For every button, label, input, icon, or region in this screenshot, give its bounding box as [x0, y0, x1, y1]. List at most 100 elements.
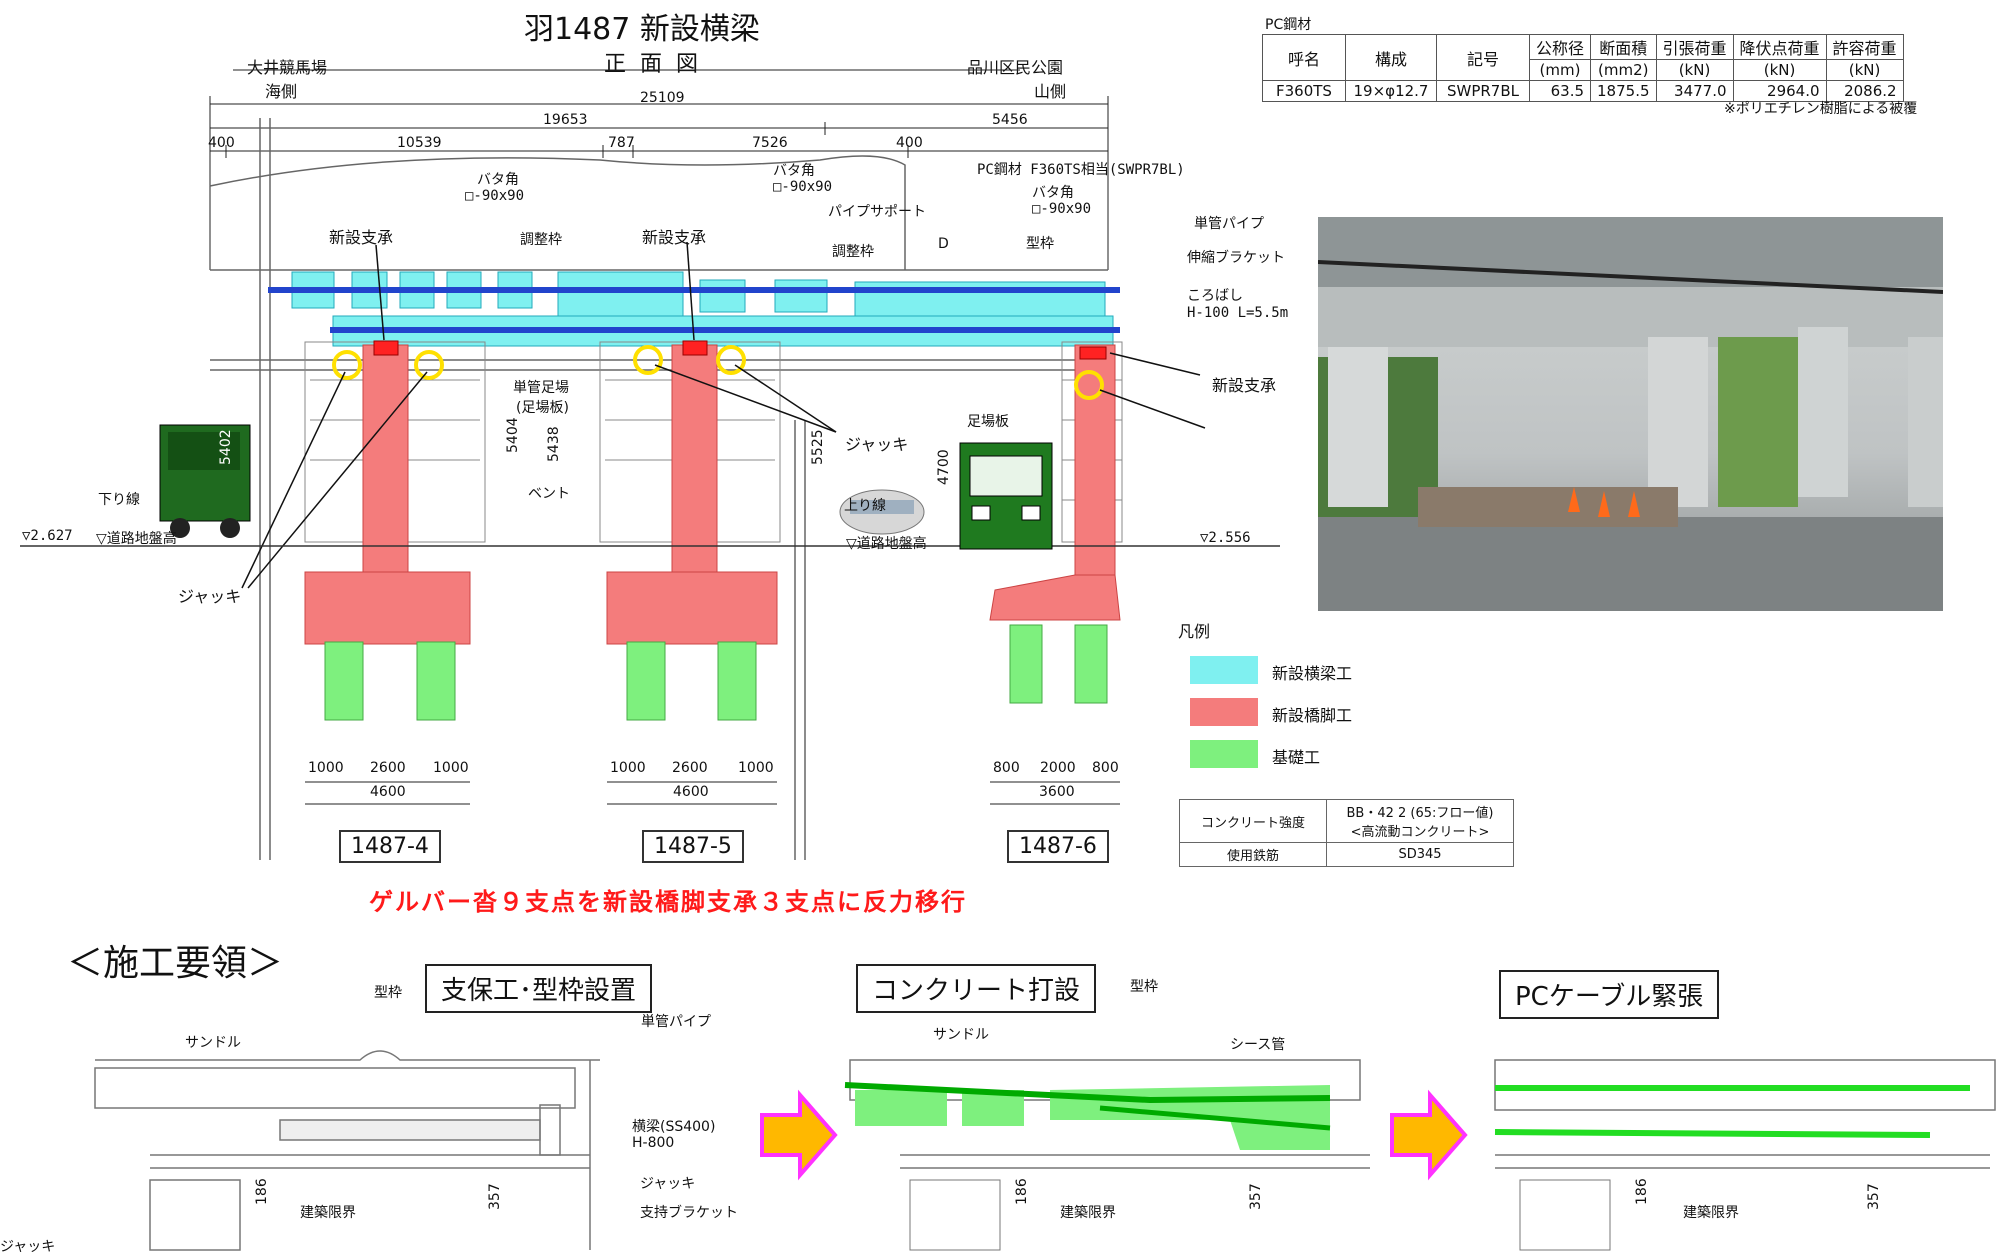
pier2-dim-b: 2600 [672, 760, 708, 776]
pc-table-caption: PC鋼材 [1265, 17, 1312, 33]
step2-title: コンクリート打設 [856, 964, 1097, 1013]
pier3-dim-a: 800 [993, 760, 1020, 776]
label-up-line: 上り線 [844, 498, 886, 514]
label-jack-center: ジャッキ [845, 435, 909, 454]
label-bata2-dim: □-90x90 [773, 179, 833, 195]
pc-cell-name: F360TS [1262, 80, 1346, 102]
label-elev-right: ▽2.556 [1200, 530, 1251, 546]
spec-concrete-value-1: BB・42 2 (65:フロー値) [1346, 806, 1494, 821]
dim-mid-2: 5456 [992, 112, 1028, 128]
left-side: 海側 [265, 82, 298, 101]
dim-height-1: 5404 [505, 417, 521, 453]
pier3-dim-c: 800 [1092, 760, 1119, 776]
label-korobashi-spec: H-100 L=5.5m [1187, 305, 1289, 321]
pc-unit-diameter: (mm) [1528, 59, 1592, 81]
step2-structure [844, 1059, 1370, 1251]
pier1-dim-a: 1000 [308, 760, 344, 776]
pc-cell-config: 19×φ12.7 [1345, 80, 1437, 102]
step-arrow-2 [1390, 1089, 1468, 1181]
pier-label-1487-4: 1487-4 [339, 830, 441, 863]
s1-beam: 横梁(SS400) [632, 1119, 716, 1135]
car-center [839, 489, 925, 535]
pier-dim-lines [305, 781, 1120, 805]
pc-cables [268, 287, 1120, 333]
label-adjust1: 調整枠 [520, 232, 562, 248]
label-road-center: ▽道路地盤高 [846, 536, 927, 552]
pc-header-area: 断面積 [1590, 34, 1657, 60]
s1-jack: ジャッキ [640, 1176, 696, 1192]
foundations [324, 624, 1108, 721]
dim-height-3: 5525 [810, 429, 826, 465]
label-bata1: バタ角 [477, 172, 519, 188]
s3-limit: 建築限界 [1683, 1205, 1739, 1221]
pc-table-note: ※ポリエチレン樹脂による被覆 [1724, 101, 1918, 117]
procedure-drawings [94, 1050, 1996, 1251]
new-piers [304, 344, 1121, 645]
pc-unit-area: (mm2) [1590, 59, 1657, 81]
pc-header-tensile: 引張荷重 [1655, 34, 1734, 60]
pc-unit-tensile: (kN) [1655, 59, 1734, 81]
concrete-spec-table: コンクリート強度 BB・42 2 (65:フロー値) <高流動コンクリート> 使… [1179, 799, 1514, 867]
label-scaffold: 単管足場 [513, 380, 569, 396]
pc-unit-allowable: (kN) [1825, 59, 1904, 81]
jack-markers [332, 345, 1104, 400]
s2-saddle: サンドル [933, 1027, 989, 1043]
spec-concrete-value-2: <高流動コンクリート> [1350, 825, 1490, 840]
procedure-heading: ＜施工要領＞ [67, 943, 284, 984]
pier3-dim-b: 2000 [1040, 760, 1076, 776]
legend-swatch-foundation [1190, 740, 1258, 768]
s1-formwork: 型枠 [374, 985, 402, 1001]
label-road-left: ▽道路地盤高 [96, 531, 177, 547]
pc-steel-table: 呼名 構成 記号 公称径 断面積 引張荷重 降伏点荷重 許容荷重 (mm) (m… [1262, 34, 1904, 102]
s1-saddle: サンドル [185, 1035, 241, 1051]
label-new-bearing-left: 新設支承 [329, 228, 394, 247]
new-bearings [373, 340, 1107, 360]
truck-number: 5402 [218, 429, 234, 465]
pier2-total: 4600 [673, 784, 709, 800]
pier1-total: 4600 [370, 784, 406, 800]
step3-structure [1494, 1059, 1996, 1251]
s1-beam-spec: H-800 [632, 1135, 675, 1151]
site-photo-illustration [1318, 217, 1943, 611]
pier2-dim-c: 1000 [738, 760, 774, 776]
new-beam [291, 271, 1114, 347]
spec-row-rebar: 使用鉄筋 SD345 [1179, 842, 1514, 867]
spec-concrete-label: コンクリート強度 [1179, 799, 1327, 843]
s1-limit: 建築限界 [300, 1205, 356, 1221]
pier1-dim-b: 2600 [370, 760, 406, 776]
pc-header-allowable: 許容荷重 [1825, 34, 1904, 60]
s2-dim2: 357 [1248, 1183, 1264, 1210]
pc-cell-diameter: 63.5 [1528, 80, 1592, 102]
s1-dim2: 357 [487, 1183, 503, 1210]
legend-swatch-pier [1190, 698, 1258, 726]
pier3-total: 3600 [1039, 784, 1075, 800]
label-elev-left: ▽2.627 [22, 528, 73, 544]
legend-label-foundation: 基礎工 [1272, 748, 1321, 767]
s1-pipe: 単管パイプ [641, 1014, 711, 1030]
s1-bracket: 支持ブラケット [640, 1205, 738, 1221]
legend-swatch-beam [1190, 656, 1258, 684]
pc-cell-yield: 2964.0 [1732, 80, 1827, 102]
dim-top-3: 787 [608, 135, 635, 151]
dim-top-2: 10539 [397, 135, 442, 151]
legend-label-pier: 新設橋脚工 [1272, 706, 1353, 725]
label-pipe-support: パイプサポート [828, 204, 926, 220]
pier2-dim-a: 1000 [610, 760, 646, 776]
step1-title: 支保工･型枠設置 [425, 964, 653, 1013]
pc-header-name: 呼名 [1262, 34, 1346, 81]
step3-title: PCケーブル緊張 [1499, 970, 1720, 1019]
pc-table-header-row: 呼名 構成 記号 公称径 断面積 引張荷重 降伏点荷重 許容荷重 [1262, 34, 1904, 81]
right-place: 品川区民公園 [967, 58, 1064, 77]
label-formwork: 型枠 [1026, 236, 1054, 252]
dim-height-4: 4700 [936, 449, 952, 485]
pc-header-config: 構成 [1345, 34, 1437, 81]
s1-jack2: ジャッキ [0, 1239, 56, 1255]
label-new-bearing-center: 新設支承 [642, 228, 707, 247]
label-bata2: バタ角 [773, 163, 815, 179]
label-adjust2: 調整枠 [832, 244, 874, 260]
legend-label-beam: 新設横梁工 [1272, 664, 1353, 683]
s2-dim1: 186 [1014, 1178, 1030, 1205]
dim-total: 25109 [640, 90, 685, 106]
leader-lines [241, 241, 1206, 589]
label-bata1-dim: □-90x90 [465, 188, 525, 204]
